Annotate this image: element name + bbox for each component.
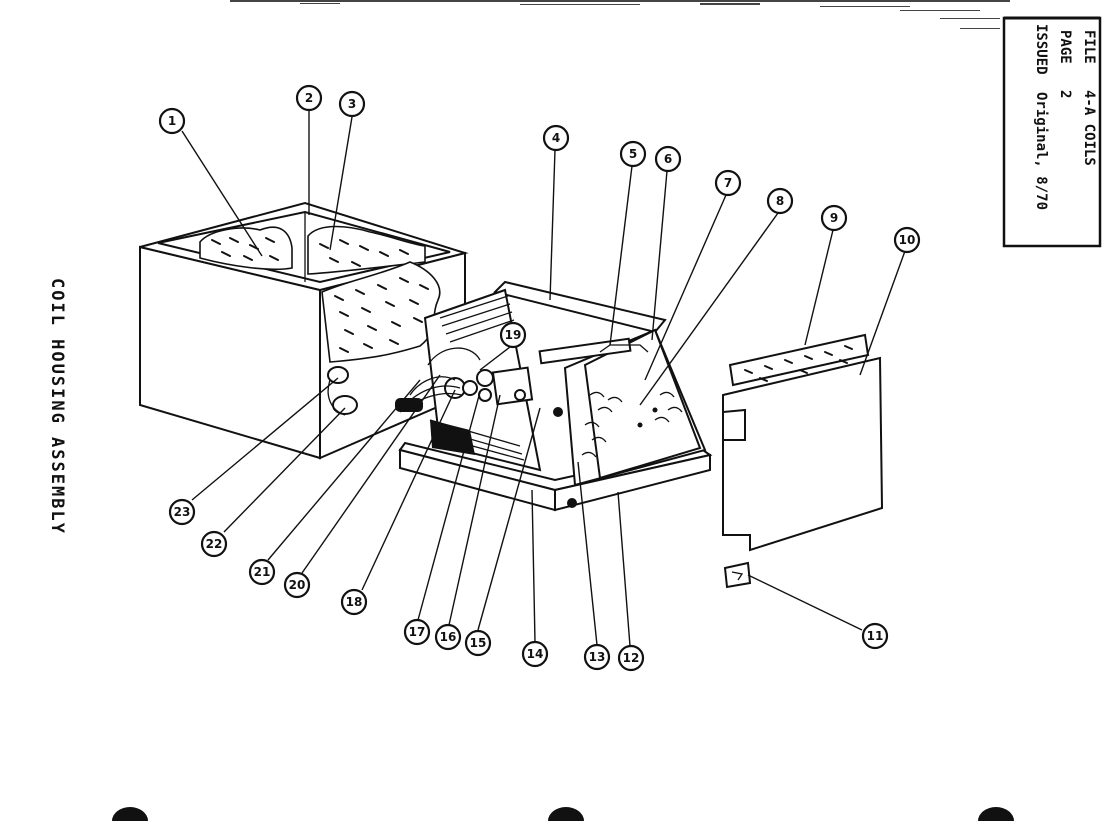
- callout-number: 3: [348, 97, 356, 111]
- callout-number: 7: [724, 176, 732, 190]
- binder-hole: [978, 807, 1014, 821]
- callout-number: 15: [470, 636, 487, 650]
- callout-1: 1: [158, 107, 186, 135]
- callout-number: 18: [346, 595, 363, 609]
- callout-10: 10: [893, 226, 921, 254]
- callout-20: 20: [283, 571, 311, 599]
- callout-number: 19: [505, 328, 522, 342]
- callout-number: 13: [589, 650, 606, 664]
- callout-22: 22: [200, 530, 228, 558]
- a-coil-assembly: [395, 280, 713, 512]
- callout-number: 17: [409, 625, 426, 639]
- callout-number: 14: [527, 647, 544, 661]
- file-label: FILE: [1081, 30, 1097, 64]
- callout-8: 8: [766, 187, 794, 215]
- callout-number: 5: [629, 147, 637, 161]
- issued-label: ISSUED: [1033, 24, 1049, 75]
- callout-16: 16: [434, 623, 462, 651]
- callout-15: 15: [464, 629, 492, 657]
- callout-7: 7: [714, 169, 742, 197]
- callout-23: 23: [168, 498, 196, 526]
- side-panel-parts: [722, 333, 884, 589]
- callout-3: 3: [338, 90, 366, 118]
- callout-number: 20: [289, 578, 306, 592]
- callout-number: 12: [623, 651, 640, 665]
- binder-holes: [112, 807, 1014, 821]
- callout-2: 2: [295, 84, 323, 112]
- diagram-title: COIL HOUSING ASSEMBLY: [47, 278, 67, 535]
- callout-19: 19: [499, 321, 527, 349]
- callout-number: 16: [440, 630, 457, 644]
- strip-insulation-texture: [744, 345, 853, 382]
- callout-13: 13: [583, 643, 611, 671]
- scan-noise-top: [230, 0, 1010, 29]
- callout-number: 23: [174, 505, 191, 519]
- callout-12: 12: [617, 644, 645, 672]
- callout-number: 2: [305, 91, 313, 105]
- binder-hole: [112, 807, 148, 821]
- callout-17: 17: [403, 618, 431, 646]
- callout-number: 8: [776, 194, 784, 208]
- callout-6: 6: [654, 145, 682, 173]
- file-value: 4-A COILS: [1081, 90, 1097, 166]
- insulation-texture: [211, 237, 429, 353]
- callout-number: 10: [899, 233, 916, 247]
- callout-21: 21: [248, 558, 276, 586]
- callout-4: 4: [542, 124, 570, 152]
- callout-5: 5: [619, 140, 647, 168]
- return-bends: [581, 391, 683, 458]
- callout-number: 1: [168, 114, 176, 128]
- callout-number: 22: [206, 537, 223, 551]
- callout-11: 11: [861, 622, 889, 650]
- page-value: 2: [1057, 90, 1073, 98]
- binder-hole: [548, 807, 584, 821]
- callout-9: 9: [820, 204, 848, 232]
- page-label: PAGE: [1057, 30, 1073, 64]
- callout-14: 14: [521, 640, 549, 668]
- callout-number: 6: [664, 152, 672, 166]
- leader-lines: [181, 110, 906, 647]
- callout-number: 4: [552, 131, 560, 145]
- title-block: FILE 4-A COILS PAGE 2 ISSUED Original, 8…: [1002, 16, 1102, 248]
- issued-value: Original, 8/70: [1033, 92, 1049, 210]
- callout-18: 18: [340, 588, 368, 616]
- coil-housing-cabinet: [139, 201, 469, 460]
- callout-number: 9: [830, 211, 838, 225]
- callout-number: 21: [254, 565, 271, 579]
- callout-number: 11: [867, 629, 884, 643]
